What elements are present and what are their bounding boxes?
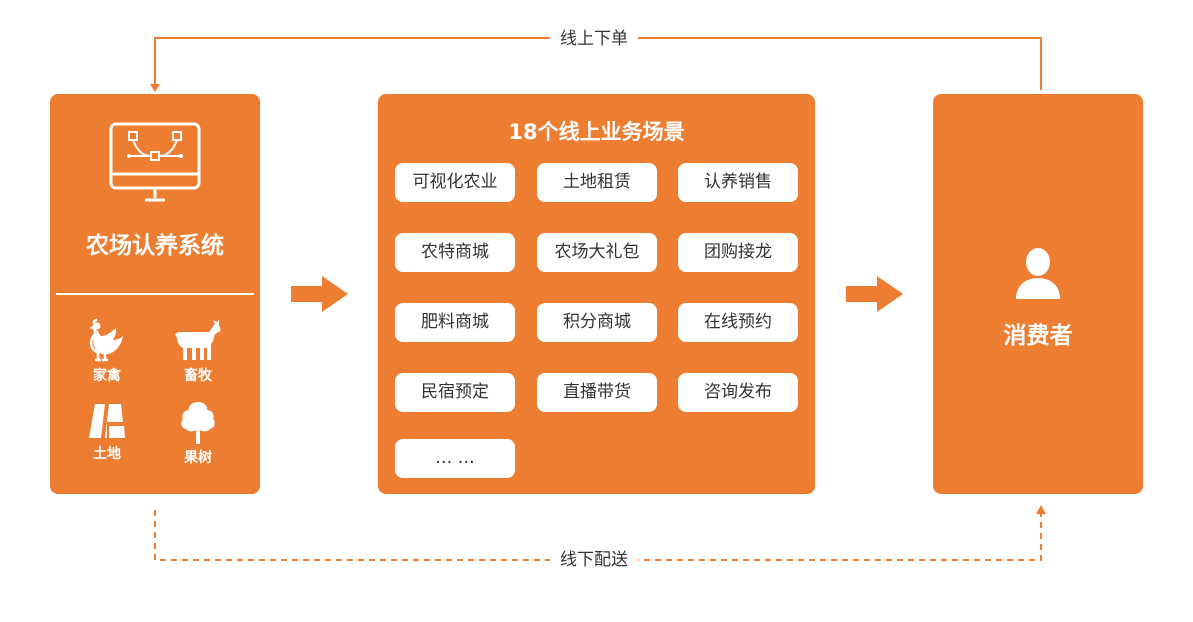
category-livestock: 畜牧 — [163, 318, 233, 385]
chicken-icon — [89, 318, 123, 362]
category-label-livestock: 畜牧 — [184, 368, 212, 384]
panel-divider — [56, 293, 254, 295]
system-title: 农场认养系统 — [86, 233, 224, 259]
scenario-adoption-sales[interactable]: 认养销售 — [678, 163, 798, 202]
tree-icon — [181, 402, 215, 444]
order-flow-arrowhead — [150, 84, 160, 92]
monitor-design-icon — [109, 122, 201, 202]
scenario-land-lease[interactable]: 土地租赁 — [537, 163, 657, 202]
scenario-fertilizer-mall[interactable]: 肥料商城 — [395, 303, 515, 342]
scenario-group-buying[interactable]: 团购接龙 — [678, 233, 798, 272]
user-icon — [1016, 248, 1060, 299]
scenarios-title: 18个线上业务场景 — [508, 120, 685, 144]
category-label-fruit-tree: 果树 — [184, 450, 212, 466]
scenario-specialty-mall[interactable]: 农特商城 — [395, 233, 515, 272]
category-label-poultry: 家禽 — [93, 368, 121, 384]
category-fruit-tree: 果树 — [163, 400, 233, 467]
scenario-info-publishing[interactable]: 咨询发布 — [678, 373, 798, 412]
consumer-panel: 消费者 — [933, 94, 1143, 494]
category-land: 土地 — [72, 400, 142, 463]
scenario-homestay-booking[interactable]: 民宿预定 — [395, 373, 515, 412]
category-label-land: 土地 — [93, 446, 121, 462]
farm-adoption-system-panel: 农场认养系统 家禽 畜牧 土地 果树 — [50, 94, 260, 494]
consumer-title: 消费者 — [1003, 323, 1073, 349]
delivery-flow-line — [154, 510, 1042, 561]
scenario-farm-gift-pack[interactable]: 农场大礼包 — [537, 233, 657, 272]
delivery-flow-arrowhead — [1036, 505, 1046, 514]
online-scenarios-panel: 18个线上业务场景 可视化农业 土地租赁 认养销售 农特商城 农场大礼包 团购接… — [378, 94, 815, 494]
scenario-online-booking[interactable]: 在线预约 — [678, 303, 798, 342]
category-poultry: 家禽 — [72, 318, 142, 385]
scenario-visual-agriculture[interactable]: 可视化农业 — [395, 163, 515, 202]
goat-icon — [175, 320, 221, 360]
arrow-left-to-middle — [291, 276, 348, 312]
scenario-points-mall[interactable]: 积分商城 — [537, 303, 657, 342]
order-flow-label: 线上下单 — [550, 28, 638, 50]
land-icon — [89, 404, 125, 438]
delivery-flow-label: 线下配送 — [550, 549, 638, 571]
arrow-middle-to-right — [846, 276, 903, 312]
scenario-more[interactable]: … … — [395, 439, 515, 478]
scenario-live-commerce[interactable]: 直播带货 — [537, 373, 657, 412]
